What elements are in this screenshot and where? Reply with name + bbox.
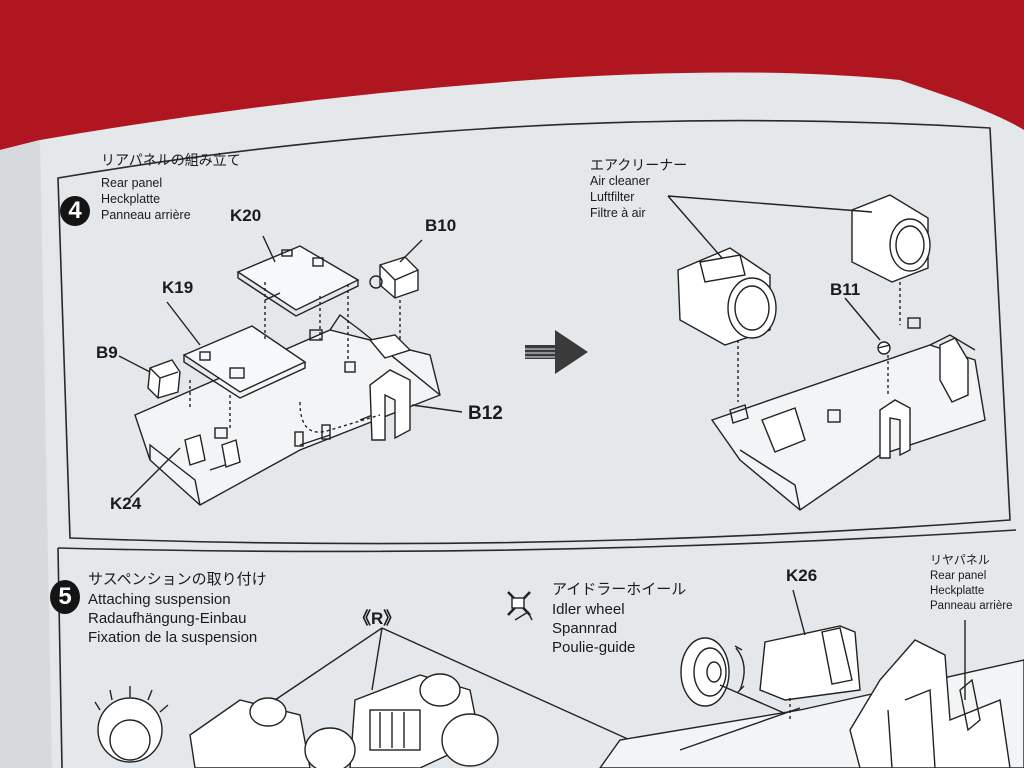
idler-label-de: Spannrad xyxy=(552,620,618,637)
part-label-k24: K24 xyxy=(110,494,142,513)
suspension-assembly xyxy=(94,589,1024,768)
step-5-number: 5 xyxy=(50,580,80,614)
rear-panel-label-fr: Panneau arrière xyxy=(930,600,1013,612)
air-cleaner-label-fr: Filtre à air xyxy=(590,206,646,220)
air-cleaner-label-de: Luftfilter xyxy=(590,190,635,204)
step-4-number: 4 xyxy=(60,196,90,226)
step4-frame xyxy=(57,119,1011,545)
part-label-b10: B10 xyxy=(425,216,457,235)
step-4-title-jp: リアパネルの組み立て xyxy=(101,152,241,168)
rear-panel-label-jp: リヤパネル xyxy=(930,553,990,567)
step-5-title-en: Attaching suspension xyxy=(88,591,231,608)
idler-label-fr: Poulie-guide xyxy=(552,639,636,656)
idler-label-en: Idler wheel xyxy=(552,601,625,618)
part-label-b12: B12 xyxy=(468,403,503,424)
paper-curl xyxy=(0,140,52,768)
step-5-title-de: Radaufhängung-Einbau xyxy=(88,610,247,627)
part-label-k19: K19 xyxy=(162,278,194,297)
air-cleaner-label-jp: エアクリーナー xyxy=(590,157,688,173)
part-label-b11: B11 xyxy=(830,280,861,299)
paper-sheet xyxy=(0,72,1024,768)
step5-frame-top xyxy=(57,529,1017,553)
step-4-title-en: Rear panel xyxy=(101,176,163,190)
air-cleaner-label-en: Air cleaner xyxy=(590,174,650,188)
rear-panel-assembly-right xyxy=(667,194,986,511)
r-side-mark: 《R》 xyxy=(354,609,401,628)
rear-panel-assembly-left xyxy=(118,235,463,506)
step-5-title-jp: サスペンションの取り付け xyxy=(88,571,267,588)
rear-panel-label-en: Rear panel xyxy=(930,570,987,582)
step-4-title-fr: Panneau arrière xyxy=(101,208,191,222)
assembly-arrow xyxy=(525,330,588,374)
part-label-k26: K26 xyxy=(786,566,818,585)
idler-label-jp: アイドラーホイール xyxy=(552,581,687,598)
rear-panel-label-de: Heckplatte xyxy=(930,585,985,597)
step-5-title-fr: Fixation de la suspension xyxy=(88,629,258,646)
part-label-b9: B9 xyxy=(96,343,118,362)
step-4-title-de: Heckplatte xyxy=(101,192,161,206)
part-label-k20: K20 xyxy=(230,206,262,225)
